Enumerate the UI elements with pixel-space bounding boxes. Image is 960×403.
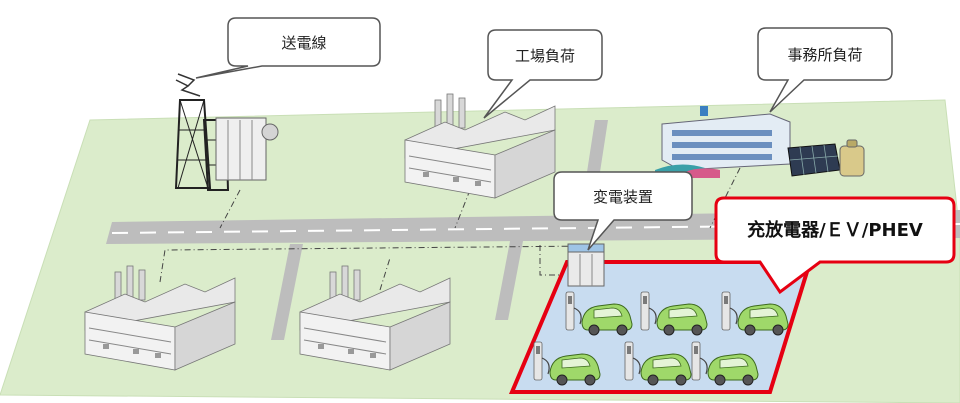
callout-charger-ev-label: 充放電器/ＥＶ/PHEV bbox=[747, 219, 923, 241]
callout-office-load: 事務所負荷 bbox=[757, 27, 893, 113]
office-building-icon bbox=[655, 106, 791, 178]
callout-transmission-line-label: 送電線 bbox=[281, 34, 326, 52]
callout-office-load-label: 事務所負荷 bbox=[787, 46, 862, 64]
callout-factory-load-label: 工場負荷 bbox=[515, 47, 575, 65]
electric-car-icon bbox=[549, 353, 601, 386]
callout-factory-load: 工場負荷 bbox=[483, 29, 603, 119]
substation-icon bbox=[567, 243, 605, 287]
callout-transmission-line: 送電線 bbox=[195, 17, 381, 79]
solar-panel-icon bbox=[787, 143, 841, 177]
side-road-2 bbox=[495, 241, 523, 320]
battery-icon bbox=[839, 139, 865, 177]
electric-car-icon bbox=[707, 353, 759, 386]
side-road-3 bbox=[587, 120, 608, 172]
callout-substation: 変電装置 bbox=[553, 171, 693, 251]
electric-car-icon bbox=[640, 353, 692, 386]
electric-car-icon bbox=[581, 303, 633, 336]
callout-charger-ev: 充放電器/ＥＶ/PHEV bbox=[714, 196, 956, 295]
side-road-1 bbox=[271, 244, 303, 340]
transmission-tower-icon bbox=[174, 73, 279, 191]
electric-car-icon bbox=[737, 303, 789, 336]
electric-car-icon bbox=[656, 303, 708, 336]
callout-substation-label: 変電装置 bbox=[593, 188, 653, 206]
